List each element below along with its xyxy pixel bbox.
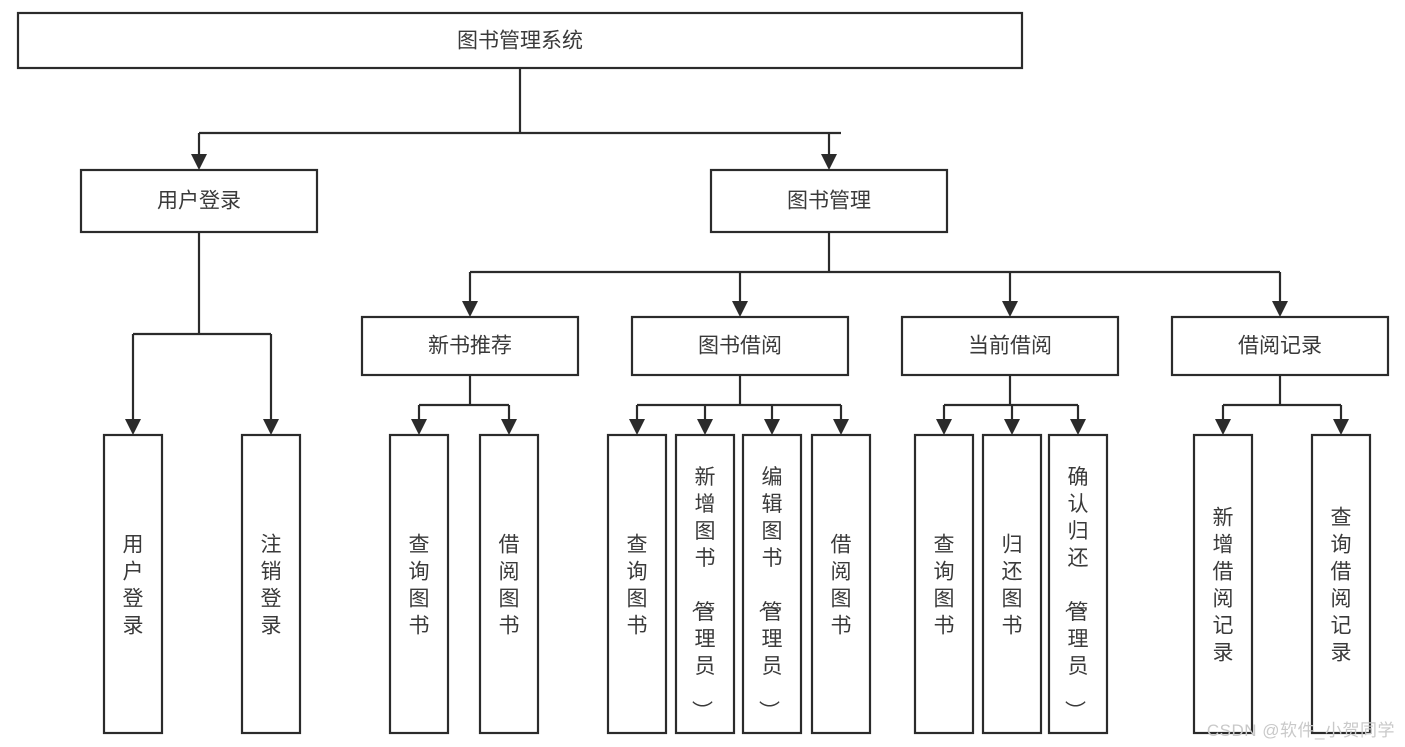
leaf-user-login-login-label: 用户登录	[123, 534, 144, 638]
leaf-record-add-record-box[interactable]	[1192, 433, 1254, 735]
arrow-current-leaf3	[1070, 419, 1086, 435]
leaf-borrow-query-book-box[interactable]	[606, 433, 668, 735]
leaf-user-login-login[interactable]: 用户登录	[102, 433, 164, 735]
leaf-record-query-record[interactable]: 查询借阅记录	[1310, 433, 1372, 735]
leaf-borrow-borrow-book-box[interactable]	[810, 433, 872, 735]
leaf-current-query-book-box[interactable]	[913, 433, 975, 735]
arrow-book-mgmt-to-borrow	[732, 301, 748, 317]
leaf-borrow-edit-book[interactable]: 编辑图书（管理员）	[741, 433, 803, 735]
leaf-new-borrow-book[interactable]: 借阅图书	[478, 433, 540, 735]
leaf-current-confirm-return[interactable]: 确认归还（管理员）	[1047, 433, 1109, 735]
leaf-new-query-book-box[interactable]	[388, 433, 450, 735]
leaf-user-login-logout-box[interactable]	[240, 433, 302, 735]
arrow-book-mgmt-to-record	[1272, 301, 1288, 317]
node-book-management-box[interactable]	[709, 168, 949, 234]
leaf-record-query-record-label: 查询借阅记录	[1331, 507, 1352, 665]
arrow-borrow-leaf4	[833, 419, 849, 435]
node-root[interactable]: 图书管理系统	[16, 11, 1024, 70]
arrow-root-to-user-login	[191, 154, 207, 170]
leaf-new-borrow-book-label: 借阅图书	[499, 534, 520, 638]
leaf-current-query-book-label: 查询图书	[934, 534, 955, 638]
node-book-borrow-label: 图书借阅	[698, 335, 782, 358]
arrow-user-login-leaf1	[125, 419, 141, 435]
leaf-current-return-book-box[interactable]	[981, 433, 1043, 735]
arrow-record-leaf1	[1215, 419, 1231, 435]
node-root-box[interactable]	[16, 11, 1024, 70]
leaf-borrow-edit-book-box[interactable]	[741, 433, 803, 735]
leaf-borrow-add-book-label: 新增图书（管理员）	[690, 466, 716, 721]
leaf-user-login-logout-label: 注销登录	[261, 534, 282, 638]
node-book-management[interactable]: 图书管理	[709, 168, 949, 234]
leaf-new-borrow-book-box[interactable]	[478, 433, 540, 735]
edges-layer	[125, 68, 1349, 435]
arrow-borrow-leaf3	[764, 419, 780, 435]
arrow-borrow-leaf2	[697, 419, 713, 435]
leaf-new-query-book-label: 查询图书	[409, 534, 430, 638]
arrow-record-leaf2	[1333, 419, 1349, 435]
node-user-login[interactable]: 用户登录	[79, 168, 319, 234]
leaf-current-confirm-return-label: 确认归还（管理员）	[1063, 466, 1089, 721]
leaf-current-return-book-label: 归还图书	[1002, 534, 1023, 638]
node-new-book-recommend-box[interactable]	[360, 315, 580, 377]
leaf-borrow-query-book[interactable]: 查询图书	[606, 433, 668, 735]
leaf-borrow-add-book[interactable]: 新增图书（管理员）	[674, 433, 736, 735]
node-book-management-label: 图书管理	[787, 190, 871, 213]
leaf-borrow-query-book-label: 查询图书	[627, 534, 648, 638]
leaf-current-return-book[interactable]: 归还图书	[981, 433, 1043, 735]
leaf-borrow-borrow-book-label: 借阅图书	[831, 534, 852, 638]
node-borrow-record-box[interactable]	[1170, 315, 1390, 377]
arrow-current-leaf1	[936, 419, 952, 435]
node-user-login-label: 用户登录	[157, 190, 241, 213]
node-book-borrow-box[interactable]	[630, 315, 850, 377]
leaf-borrow-edit-book-label: 编辑图书（管理员）	[757, 466, 783, 721]
leaf-new-query-book[interactable]: 查询图书	[388, 433, 450, 735]
arrow-book-mgmt-to-new	[462, 301, 478, 317]
arrow-root-to-book-mgmt	[821, 154, 837, 170]
node-borrow-record[interactable]: 借阅记录	[1170, 315, 1390, 377]
leaf-borrow-borrow-book[interactable]: 借阅图书	[810, 433, 872, 735]
arrow-user-login-leaf2	[263, 419, 279, 435]
arrow-book-mgmt-to-current	[1002, 301, 1018, 317]
node-new-book-recommend[interactable]: 新书推荐	[360, 315, 580, 377]
node-current-borrow[interactable]: 当前借阅	[900, 315, 1120, 377]
leaf-user-login-login-box[interactable]	[102, 433, 164, 735]
leaf-current-confirm-return-box[interactable]	[1047, 433, 1109, 735]
arrow-new-leaf2	[501, 419, 517, 435]
node-current-borrow-box[interactable]	[900, 315, 1120, 377]
node-user-login-box[interactable]	[79, 168, 319, 234]
leaf-user-login-logout[interactable]: 注销登录	[240, 433, 302, 735]
leaf-record-query-record-box[interactable]	[1310, 433, 1372, 735]
leaf-record-add-record[interactable]: 新增借阅记录	[1192, 433, 1254, 735]
arrow-current-leaf2	[1004, 419, 1020, 435]
arrow-new-leaf1	[411, 419, 427, 435]
node-current-borrow-label: 当前借阅	[968, 335, 1052, 358]
leaf-record-add-record-label: 新增借阅记录	[1213, 507, 1234, 665]
arrow-borrow-leaf1	[629, 419, 645, 435]
node-borrow-record-label: 借阅记录	[1238, 335, 1322, 358]
node-new-book-recommend-label: 新书推荐	[428, 335, 512, 358]
leaf-current-query-book[interactable]: 查询图书	[913, 433, 975, 735]
node-book-borrow[interactable]: 图书借阅	[630, 315, 850, 377]
node-root-label: 图书管理系统	[457, 30, 583, 53]
leaf-borrow-add-book-box[interactable]	[674, 433, 736, 735]
